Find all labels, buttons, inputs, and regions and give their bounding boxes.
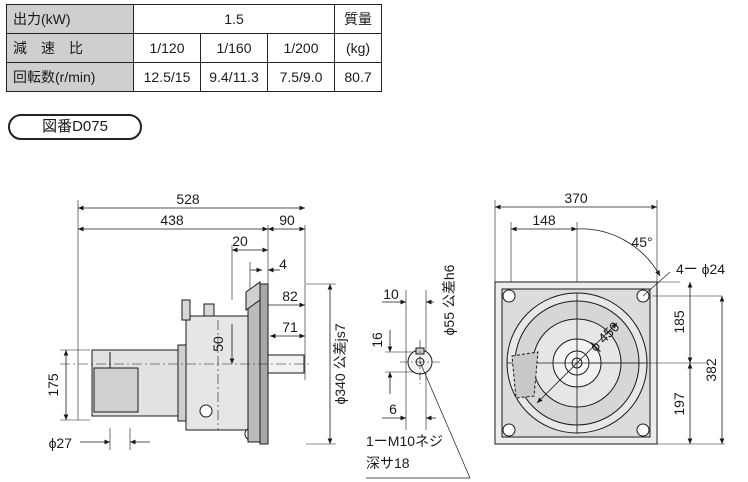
shaft-tolerance: ϕ55 公差h6	[441, 264, 457, 335]
dim-148: 148	[532, 212, 556, 228]
shaft-detail-labels: 10 ϕ55 公差h6 16 6 1ーM10ネジ 深サ18	[366, 264, 457, 471]
front-view	[494, 200, 725, 445]
dim-382: 382	[703, 358, 719, 382]
shaft-dia: ϕ27	[49, 435, 73, 451]
dim-4: 4	[279, 256, 287, 272]
dim-10: 10	[383, 286, 399, 302]
side-view	[60, 200, 336, 450]
dim-175: 175	[45, 373, 61, 397]
dim-50: 50	[210, 336, 226, 352]
tap-spec: 1ーM10ネジ	[366, 433, 443, 449]
front-view-labels: 370 148 45° 4ー ϕ24 ϕ 450 185 197 382	[532, 190, 725, 416]
output-value: 1.5	[133, 4, 335, 34]
dim-370: 370	[564, 190, 588, 206]
ratio-3: 1/200	[267, 33, 335, 63]
holes-spec: 4ー ϕ24	[676, 261, 725, 277]
speed-1: 12.5/15	[133, 62, 201, 92]
ratio-label: 減速比	[6, 33, 134, 63]
dim-438: 438	[160, 212, 184, 228]
speed-3: 7.5/9.0	[267, 62, 335, 92]
mass-value: 80.7	[334, 62, 382, 92]
dim-82: 82	[282, 288, 298, 304]
ratio-2: 1/160	[200, 33, 268, 63]
dim-197: 197	[671, 392, 687, 416]
dim-90: 90	[279, 212, 295, 228]
speed-label: 回転数(r/min)	[6, 62, 134, 92]
shaft-detail	[366, 290, 471, 479]
output-label: 出力(kW)	[6, 4, 134, 34]
tap-depth: 深サ18	[366, 455, 410, 471]
mass-label-2: (kg)	[334, 33, 382, 63]
mass-label-1: 質量	[334, 4, 382, 34]
angle-45: 45°	[631, 234, 652, 250]
figure-label: 図番D075	[8, 114, 142, 140]
dim-185: 185	[671, 310, 687, 334]
dim-6: 6	[389, 401, 397, 417]
spec-table: 出力(kW) 1.5 質量 減速比 1/120 1/160 1/200 (kg)…	[6, 4, 382, 92]
flange-dia: ϕ340 公差js7	[332, 323, 348, 404]
dim-20: 20	[232, 233, 248, 249]
dim-16: 16	[369, 332, 385, 348]
side-view-labels: 528 438 90 20 4 82 71 50 175 ϕ27 ϕ340 公差…	[45, 191, 348, 451]
speed-2: 9.4/11.3	[200, 62, 268, 92]
dim-71: 71	[282, 319, 298, 335]
dim-528: 528	[176, 191, 200, 207]
